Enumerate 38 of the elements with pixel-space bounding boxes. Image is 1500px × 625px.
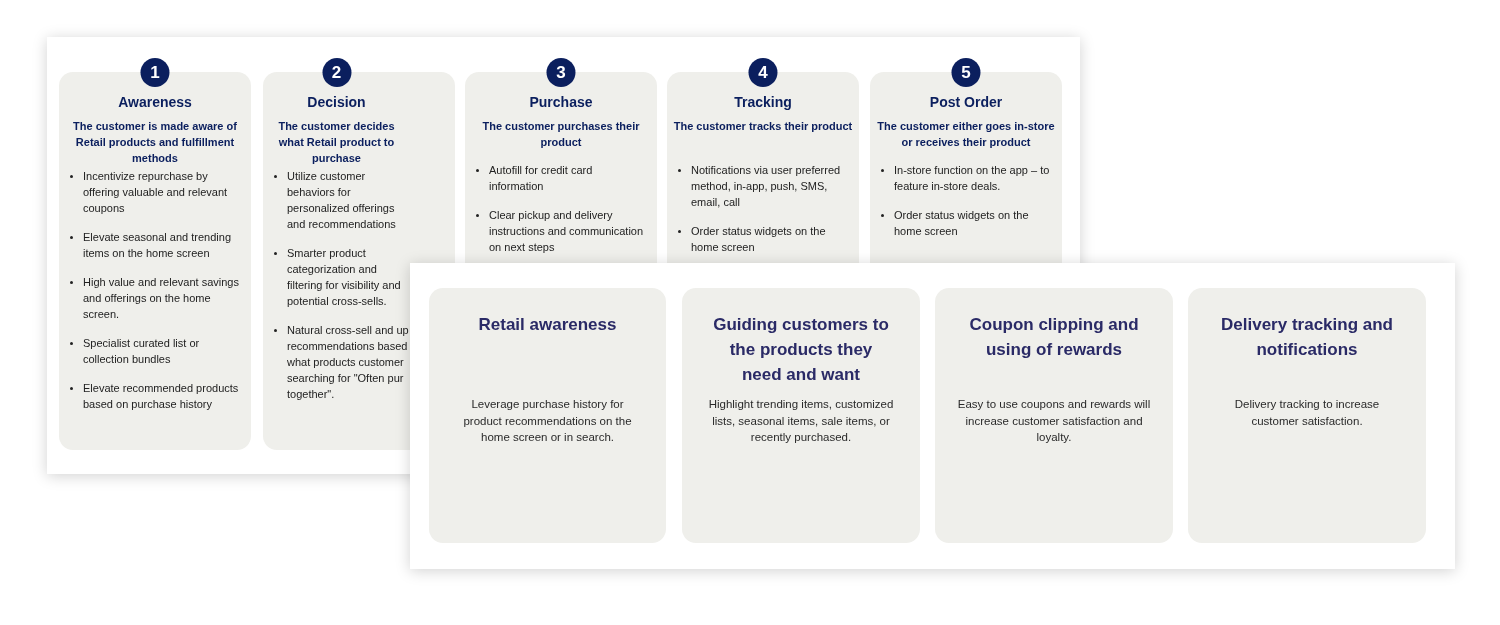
bullet-text: Autofill for credit card information <box>489 163 594 194</box>
feature-title: Coupon clipping and using of rewards <box>968 314 1140 361</box>
feature-description: Highlight trending items, customized lists, seasonal items, sale items, or recently purchased. <box>707 397 895 445</box>
step-number-badge: 1 <box>140 58 170 87</box>
stage-subtitle: The customer is made aware of Retail products and fulfillment methods <box>72 119 238 166</box>
stage-title: Awareness <box>117 93 193 112</box>
bullet-text: Natural cross-sell and up recommendations based what products customer searching for "Often pur together". <box>287 323 410 402</box>
bullet-text: High value and relevant savings and offerings on the home screen. <box>83 275 240 322</box>
step-number-badge: 4 <box>748 58 778 87</box>
feature-description: Delivery tracking to increase customer satisfaction. <box>1233 397 1381 429</box>
step-number-badge: 3 <box>546 58 576 87</box>
feature-title: Guiding customers to the products they need and want <box>712 314 890 386</box>
stage-subtitle: The customer purchases their product <box>481 119 641 150</box>
stage-subtitle: The customer decides what Retail product to purchase <box>277 119 396 166</box>
bullet-text: Smarter product categorization and filtering for visibility and potential cross-sells. <box>287 246 402 309</box>
stage-title: Tracking <box>733 93 793 112</box>
stage-subtitle: The customer tracks their product <box>673 119 853 134</box>
bullet-text: Order status widgets on the home screen <box>894 208 1030 239</box>
bullet-text: In-store function on the app – to feature in-store deals. <box>894 163 1051 194</box>
bullet-text: Order status widgets on the home screen <box>691 224 827 255</box>
step-number-badge: 2 <box>322 58 351 87</box>
bullet-text: Utilize customer behaviors for personalized offerings and recommendations <box>287 169 397 232</box>
feature-description: Leverage purchase history for product recommendations on the home screen or in search. <box>462 397 633 445</box>
feature-description: Easy to use coupons and rewards will increase customer satisfaction and loyalty. <box>957 397 1151 445</box>
step-number-badge: 5 <box>951 58 981 87</box>
bullet-text: Clear pickup and delivery instructions and communication on next steps <box>489 208 645 255</box>
slide-panel <box>410 263 1455 569</box>
bullet-text: Specialist curated list or collection bundles <box>83 336 201 367</box>
stage-title: Post Order <box>928 93 1004 112</box>
bullet-text: Incentivize repurchase by offering valuable and relevant coupons <box>83 169 229 216</box>
stage-subtitle: The customer either goes in-store or receives their product <box>876 119 1056 150</box>
stage-title: Purchase <box>528 93 594 112</box>
bullet-text: Notifications via user preferred method, in-app, push, SMS, email, call <box>691 163 842 210</box>
feature-title: Delivery tracking and notifications <box>1220 314 1394 361</box>
stage-title: Decision <box>306 93 367 112</box>
feature-title: Retail awareness <box>477 314 618 336</box>
bullet-text: Elevate seasonal and trending items on the home screen <box>83 230 232 261</box>
bullet-text: Elevate recommended products based on purchase history <box>83 381 240 412</box>
